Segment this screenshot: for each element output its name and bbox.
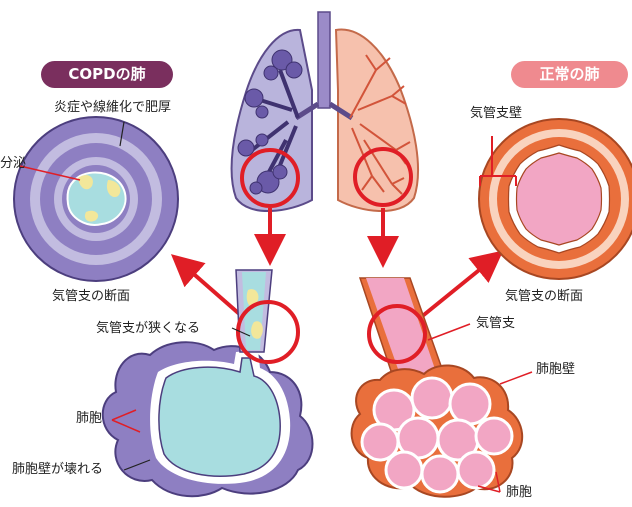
normal-lung-title-badge: 正常の肺 [511,61,628,88]
label-bronchial-wall: 気管支壁 [470,106,522,122]
label-alveoli-left: 肺胞 [76,411,102,427]
copd-airway-alveoli [103,270,313,496]
label-alveolar-wall-broken: 肺胞壁が壊れる [12,462,103,478]
label-bronchus: 気管支 [476,316,515,332]
normal-lumen [517,153,602,245]
label-alveolar-wall: 肺胞壁 [536,362,575,378]
label-bronchus-narrowing: 気管支が狭くなる [96,321,200,337]
trachea [318,12,330,108]
copd-bronchus-cross-section [14,117,178,281]
arrow-normal-to-crosssection [420,258,494,318]
lungs-illustration [231,12,418,211]
label-inflammation-thickening: 炎症や線維化で肥厚 [54,100,171,116]
leader-alveolar-wall [500,372,532,384]
normal-bronchus-cross-section [479,119,632,279]
normal-airway-alveoli [352,278,532,497]
label-bronchus-cross-section-right: 気管支の断面 [505,289,583,305]
copd-lung-title-badge: COPDの肺 [41,61,173,88]
copd-lung-title: COPDの肺 [68,65,145,83]
arrows [180,208,494,318]
label-secretion: 分泌 [0,156,26,172]
arrow-copd-to-crosssection [180,262,244,318]
leader-bronchus [428,324,470,340]
label-alveoli-right: 肺胞 [506,485,532,501]
label-bronchus-cross-section-left: 気管支の断面 [52,289,130,305]
normal-lung-title: 正常の肺 [539,65,599,83]
